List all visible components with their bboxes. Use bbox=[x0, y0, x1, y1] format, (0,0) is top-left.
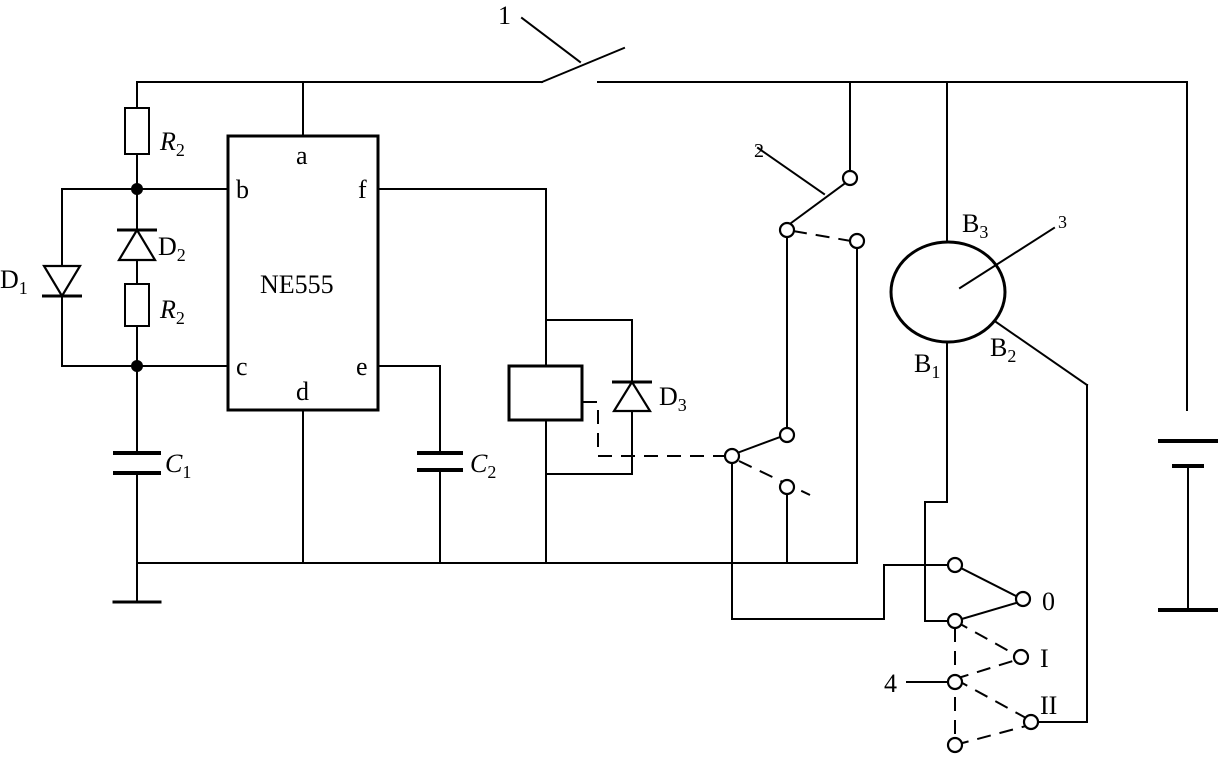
switch-2 bbox=[756, 81, 866, 564]
left-timing-network bbox=[42, 81, 229, 604]
label-c1: C1 bbox=[165, 449, 191, 482]
chip-name: NE555 bbox=[260, 270, 334, 299]
callout-1: 1 bbox=[498, 1, 511, 30]
label-b3: B3 bbox=[962, 209, 988, 242]
relay-contact-terminal bbox=[778, 478, 796, 496]
switch4-label-0: 0 bbox=[1042, 587, 1055, 616]
resistor-r2-mid bbox=[124, 283, 150, 327]
main-switch-1 bbox=[520, 16, 626, 84]
pin-e: e bbox=[356, 352, 368, 381]
top-supply-rail bbox=[136, 81, 1188, 411]
switch2-terminal bbox=[848, 232, 866, 250]
label-c2: C2 bbox=[470, 449, 496, 482]
wiper-motor bbox=[889, 81, 1089, 723]
switch4-terminal bbox=[946, 612, 964, 630]
motor-circle bbox=[889, 240, 1007, 344]
switch-4 bbox=[906, 556, 1040, 754]
switch4-terminal-II bbox=[1022, 713, 1040, 731]
label-b1: B1 bbox=[914, 349, 940, 382]
label-b2: B2 bbox=[990, 333, 1016, 366]
label-d1: D1 bbox=[0, 265, 28, 298]
label-d3: D3 bbox=[659, 382, 687, 415]
pin-d: d bbox=[296, 377, 309, 406]
switch2-terminal bbox=[778, 221, 796, 239]
diode-d3 bbox=[612, 379, 652, 413]
label-r2-top: R2 bbox=[159, 127, 185, 160]
battery bbox=[1158, 439, 1218, 612]
switch4-terminal bbox=[946, 736, 964, 754]
relay-contact-terminal bbox=[723, 447, 741, 465]
switch4-label-I: I bbox=[1040, 644, 1049, 673]
pin-b: b bbox=[236, 175, 249, 204]
label-r2-mid: R2 bbox=[159, 295, 185, 328]
switch4-terminal bbox=[946, 556, 964, 574]
callout-4: 4 bbox=[884, 669, 897, 698]
label-d2: D2 bbox=[158, 232, 186, 265]
relay-coil bbox=[507, 364, 584, 422]
relay-branch bbox=[507, 188, 724, 564]
relay-contact-terminal bbox=[778, 426, 796, 444]
pin-a: a bbox=[296, 141, 308, 170]
pin-c: c bbox=[236, 352, 248, 381]
callout-2: 2 bbox=[754, 140, 764, 162]
ne555-chip bbox=[226, 81, 547, 564]
switch4-terminal-I bbox=[1012, 648, 1030, 666]
switch2-terminal bbox=[841, 169, 859, 187]
switch4-terminal bbox=[946, 673, 964, 691]
capacitor-c2-branch bbox=[417, 365, 463, 564]
relay-contacts bbox=[723, 426, 949, 620]
diode-d2 bbox=[117, 227, 157, 262]
pin-f: f bbox=[358, 175, 367, 204]
switch4-label-II: II bbox=[1040, 691, 1057, 720]
resistor-r2-top bbox=[124, 107, 150, 155]
diode-d1 bbox=[42, 264, 82, 299]
switch4-terminal-0 bbox=[1014, 590, 1032, 608]
callout-3: 3 bbox=[1058, 212, 1067, 232]
